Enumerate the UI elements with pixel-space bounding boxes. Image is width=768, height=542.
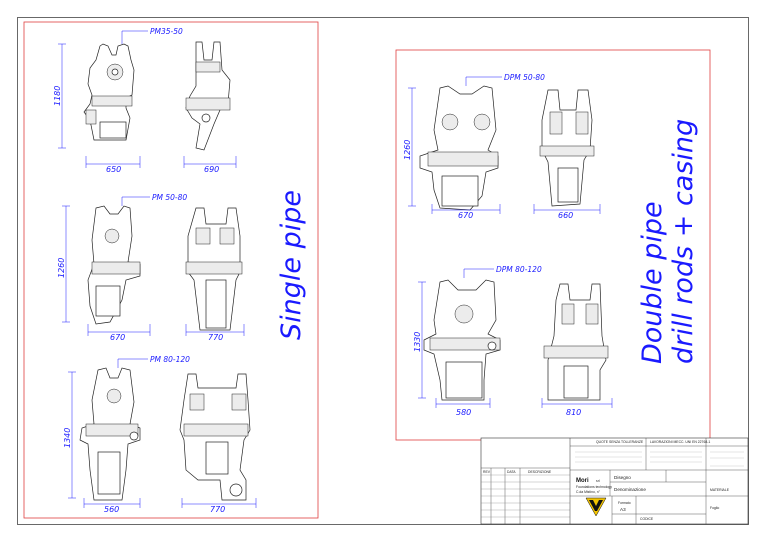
side-view xyxy=(543,283,609,401)
tolerances-header: QUOTE SENZA TOLLERANZE xyxy=(596,440,644,444)
model-label: DPM 50-80 xyxy=(504,73,545,82)
double-pipe-title-line2: drill rods + casing xyxy=(668,119,699,364)
side-width-dim: 770 xyxy=(210,505,225,514)
double-pipe-title-line1: Double pipe xyxy=(637,201,668,364)
right-panel-double-pipe: DPM 50-80 1260 670 xyxy=(395,49,711,441)
title-block: REV DATA DESCRIZIONE QUOTE SENZA TOLLERA… xyxy=(480,437,749,525)
formato-label: Formato xyxy=(618,501,631,505)
codice-label: CODICE xyxy=(640,517,654,521)
descr-header: DESCRIZIONE xyxy=(528,470,552,474)
front-view xyxy=(79,367,141,501)
dpm50-80-drawing: DPM 50-80 1260 670 xyxy=(403,73,601,220)
height-dim: 1340 xyxy=(63,428,72,448)
front-width-dim: 650 xyxy=(106,165,121,174)
left-panel-single-pipe: PM35-50 1180 xyxy=(23,21,319,519)
side-width-dim: 690 xyxy=(204,165,219,174)
front-view xyxy=(423,279,501,401)
pm50-80-drawing: PM 50-80 1260 670 xyxy=(57,193,245,342)
pm35-50-drawing: PM35-50 1180 xyxy=(53,27,237,174)
foglio-label: Foglio xyxy=(710,506,719,510)
formato-value: A3 xyxy=(620,507,626,512)
side-width-dim: 660 xyxy=(558,211,573,220)
company-subtitle: Foundations technology xyxy=(576,485,612,489)
company-suffix: srl xyxy=(596,479,600,483)
front-width-dim: 580 xyxy=(456,408,471,417)
side-width-dim: 810 xyxy=(566,408,581,417)
height-dim: 1180 xyxy=(53,86,62,106)
front-view xyxy=(87,205,141,325)
front-view xyxy=(419,85,499,211)
rev-header: REV xyxy=(483,470,491,474)
front-width-dim: 670 xyxy=(458,211,473,220)
company-name: Mori xyxy=(576,478,589,484)
sheet-border xyxy=(17,17,749,525)
tolerances-header-2: LAVORAZIONI MECC. UNI EN 22768-1 xyxy=(650,440,710,444)
front-width-dim: 670 xyxy=(110,333,125,342)
height-dim: 1260 xyxy=(403,140,412,160)
height-dim: 1330 xyxy=(413,332,422,352)
materiale-label: MATERIALE xyxy=(710,488,730,492)
front-view xyxy=(83,43,135,141)
side-view xyxy=(179,373,251,501)
side-view xyxy=(539,89,595,207)
front-width-dim: 560 xyxy=(104,505,119,514)
model-label: PM35-50 xyxy=(150,27,183,36)
side-view xyxy=(185,41,231,151)
left-panel-frame xyxy=(23,21,319,519)
pm80-120-drawing: PM 80-120 1340 xyxy=(63,355,257,514)
single-pipe-title: Single pipe xyxy=(276,190,307,340)
model-label: DPM 80-120 xyxy=(496,265,542,274)
data-header: DATA xyxy=(507,470,516,474)
model-label: PM 80-120 xyxy=(150,355,190,364)
side-view xyxy=(185,207,243,331)
mori-logo xyxy=(585,497,607,517)
height-dim: 1260 xyxy=(57,258,66,278)
company-address: C.da Mistino, n° xyxy=(576,490,601,494)
disegno-label: Disegno xyxy=(614,475,631,480)
dpm80-120-drawing: DPM 80-120 1330 580 xyxy=(413,265,613,417)
denominazione-label: Denominazione xyxy=(614,487,646,492)
side-width-dim: 770 xyxy=(208,333,223,342)
model-label: PM 50-80 xyxy=(152,193,187,202)
